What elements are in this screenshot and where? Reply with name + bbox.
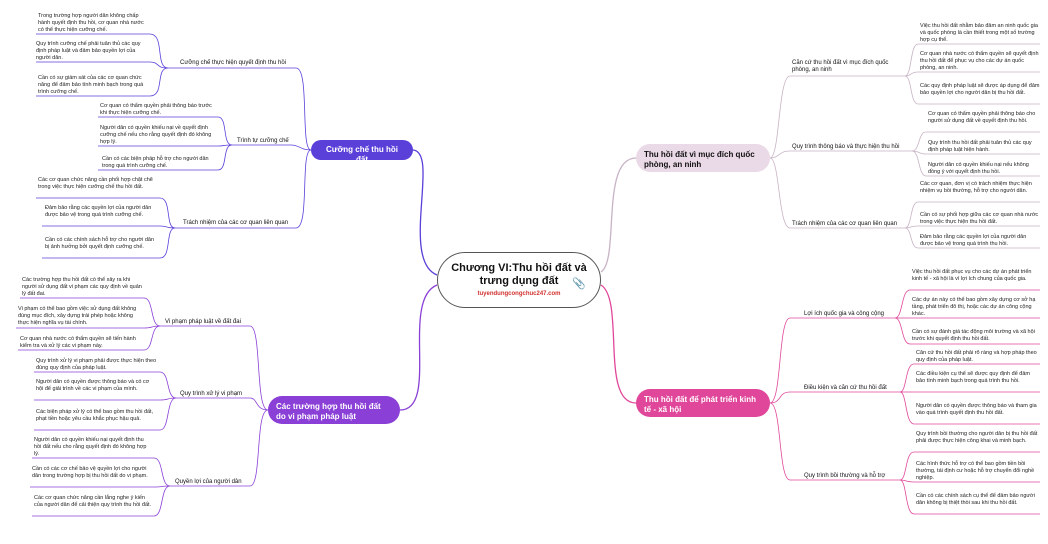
leaf-note: Các cơ quan, đơn vị có trách nhiệm thực …: [920, 181, 1032, 194]
branch-cuong-che[interactable]: Cưỡng chế thu hồi đất: [311, 140, 413, 164]
topic-node[interactable]: Quy trình thông báo và thực hiện thu hồi: [792, 144, 900, 150]
topic-node[interactable]: Lợi ích quốc gia và công cộng: [804, 311, 884, 317]
leaf-note: Người dân có quyền khiếu nại quyết định …: [34, 437, 147, 457]
leaf-note: Cơ quan có thẩm quyền phải thông báo cho…: [928, 111, 1036, 124]
topic-node[interactable]: Trách nhiệm của các cơ quan liên quan: [792, 221, 898, 227]
leaf-note: Người dân có quyền được thông báo và có …: [36, 379, 150, 392]
leaf-note: Việc thu hồi đất nhằm bảo đảm an ninh qu…: [920, 23, 1038, 43]
leaf-note: Cần có sự phối hợp giữa các cơ quan nhà …: [920, 212, 1039, 225]
leaf-note: Cơ quan có thẩm quyền phải thông báo trư…: [100, 103, 212, 116]
leaf-note: Các cơ quan chức năng cần lắng nghe ý ki…: [34, 495, 152, 508]
root-node[interactable]: Chương VI:Thu hồi đất và trưng dụng đất …: [437, 252, 601, 308]
topic-node[interactable]: Quyền lợi của người dân: [175, 479, 242, 485]
leaf-note: Việc thu hồi đất phục vụ cho các dự án p…: [912, 269, 1032, 282]
topic-node[interactable]: Quy trình bồi thường và hỗ trợ: [804, 473, 886, 479]
leaf-note: Vi phạm có thể bao gồm việc sử dụng đất …: [18, 306, 137, 326]
topic-node[interactable]: Trách nhiệm của các cơ quan liên quan: [183, 220, 289, 226]
leaf-note: Các dự án này có thể bao gồm xây dựng cơ…: [912, 297, 1036, 317]
branch-phat-trien[interactable]: Thu hồi đất để phát triển kinh tế - xã h…: [636, 389, 770, 417]
branch-quoc-phong[interactable]: Thu hồi đất vì mục đích quốc phòng, an n…: [636, 144, 770, 172]
topic-node[interactable]: Trình tự cưỡng chế: [237, 138, 289, 144]
leaf-note: Cần có các chính sách hỗ trợ cho người d…: [45, 237, 155, 250]
leaf-note: Người dân có quyền khiếu nại về quyết đị…: [100, 125, 212, 145]
leaf-note: Các quy định pháp luật sẽ được áp dụng đ…: [920, 83, 1040, 96]
leaf-note: Cơ quan nhà nước có thẩm quyền sẽ quyết …: [920, 51, 1039, 71]
leaf-note: Các biện pháp xử lý có thể bao gồm thu h…: [36, 409, 154, 422]
topic-node[interactable]: Cưỡng chế thực hiện quyết định thu hồi: [180, 60, 287, 66]
leaf-note: Đảm bảo rằng các quyền lợi của người dân…: [920, 234, 1027, 247]
leaf-note: Các trường hợp thu hồi đất có thể xảy ra…: [22, 277, 142, 297]
leaf-note: Cần có sự giám sát của các cơ quan chức …: [38, 75, 144, 95]
leaf-note: Cơ quan nhà nước có thẩm quyền sẽ tiến h…: [20, 336, 136, 349]
leaf-note: Trong trường hợp người dân không chấp hà…: [38, 13, 144, 33]
leaf-note: Cần có các cơ chế bảo vệ quyền lợi cho n…: [32, 466, 148, 479]
leaf-note: Đảm bảo rằng các quyền lợi của người dân…: [45, 205, 152, 218]
leaf-note: Cần có sự đánh giá tác động môi trường v…: [912, 329, 1035, 342]
leaf-note: Các hình thức hỗ trợ có thể bao gồm tiền…: [916, 461, 1035, 481]
leaf-note: Người dân có quyền khiếu nại nếu không đ…: [928, 162, 1029, 175]
leaf-note: Các cơ quan chức năng cần phối hợp chặt …: [38, 177, 153, 190]
leaf-note: Cần có các chính sách cụ thể để đảm bảo …: [916, 493, 1035, 506]
leaf-note: Quy trình bồi thường cho người dân bị th…: [916, 431, 1038, 444]
leaf-note: Căn cứ thu hồi đất phải rõ ràng và hợp p…: [916, 350, 1037, 363]
leaf-note: Cần có các biện pháp hỗ trợ cho người dâ…: [102, 156, 209, 169]
leaf-note: Quy trình thu hồi đất phải tuân thủ các …: [928, 140, 1032, 153]
paperclip-icon: 📎: [572, 278, 586, 290]
leaf-note: Người dân có quyền được thông báo và tha…: [916, 403, 1037, 416]
topic-node[interactable]: Căn cứ thu hồi đất vì mục đích quốc phòn…: [792, 60, 889, 73]
leaf-note: Quy trình xử lý vi phạm phải được thực h…: [36, 358, 157, 371]
root-site-label: tuyendungcongchuc247.com: [477, 291, 561, 297]
leaf-note: Các điều kiện cụ thể sẽ được quy định để…: [916, 371, 1030, 384]
topic-node[interactable]: Quy trình xử lý vi phạm: [180, 391, 243, 397]
leaf-note: Quy trình cưỡng chế phải tuân thủ các qu…: [36, 41, 141, 61]
branch-vi-pham[interactable]: Các trường hợp thu hồi đất do vi phạm ph…: [268, 396, 400, 424]
topic-node[interactable]: Vi phạm pháp luật về đất đai: [165, 319, 241, 325]
root-title: Chương VI:Thu hồi đất và trưng dụng đất: [451, 262, 587, 287]
topic-node[interactable]: Điều kiện và căn cứ thu hồi đất: [804, 385, 887, 391]
